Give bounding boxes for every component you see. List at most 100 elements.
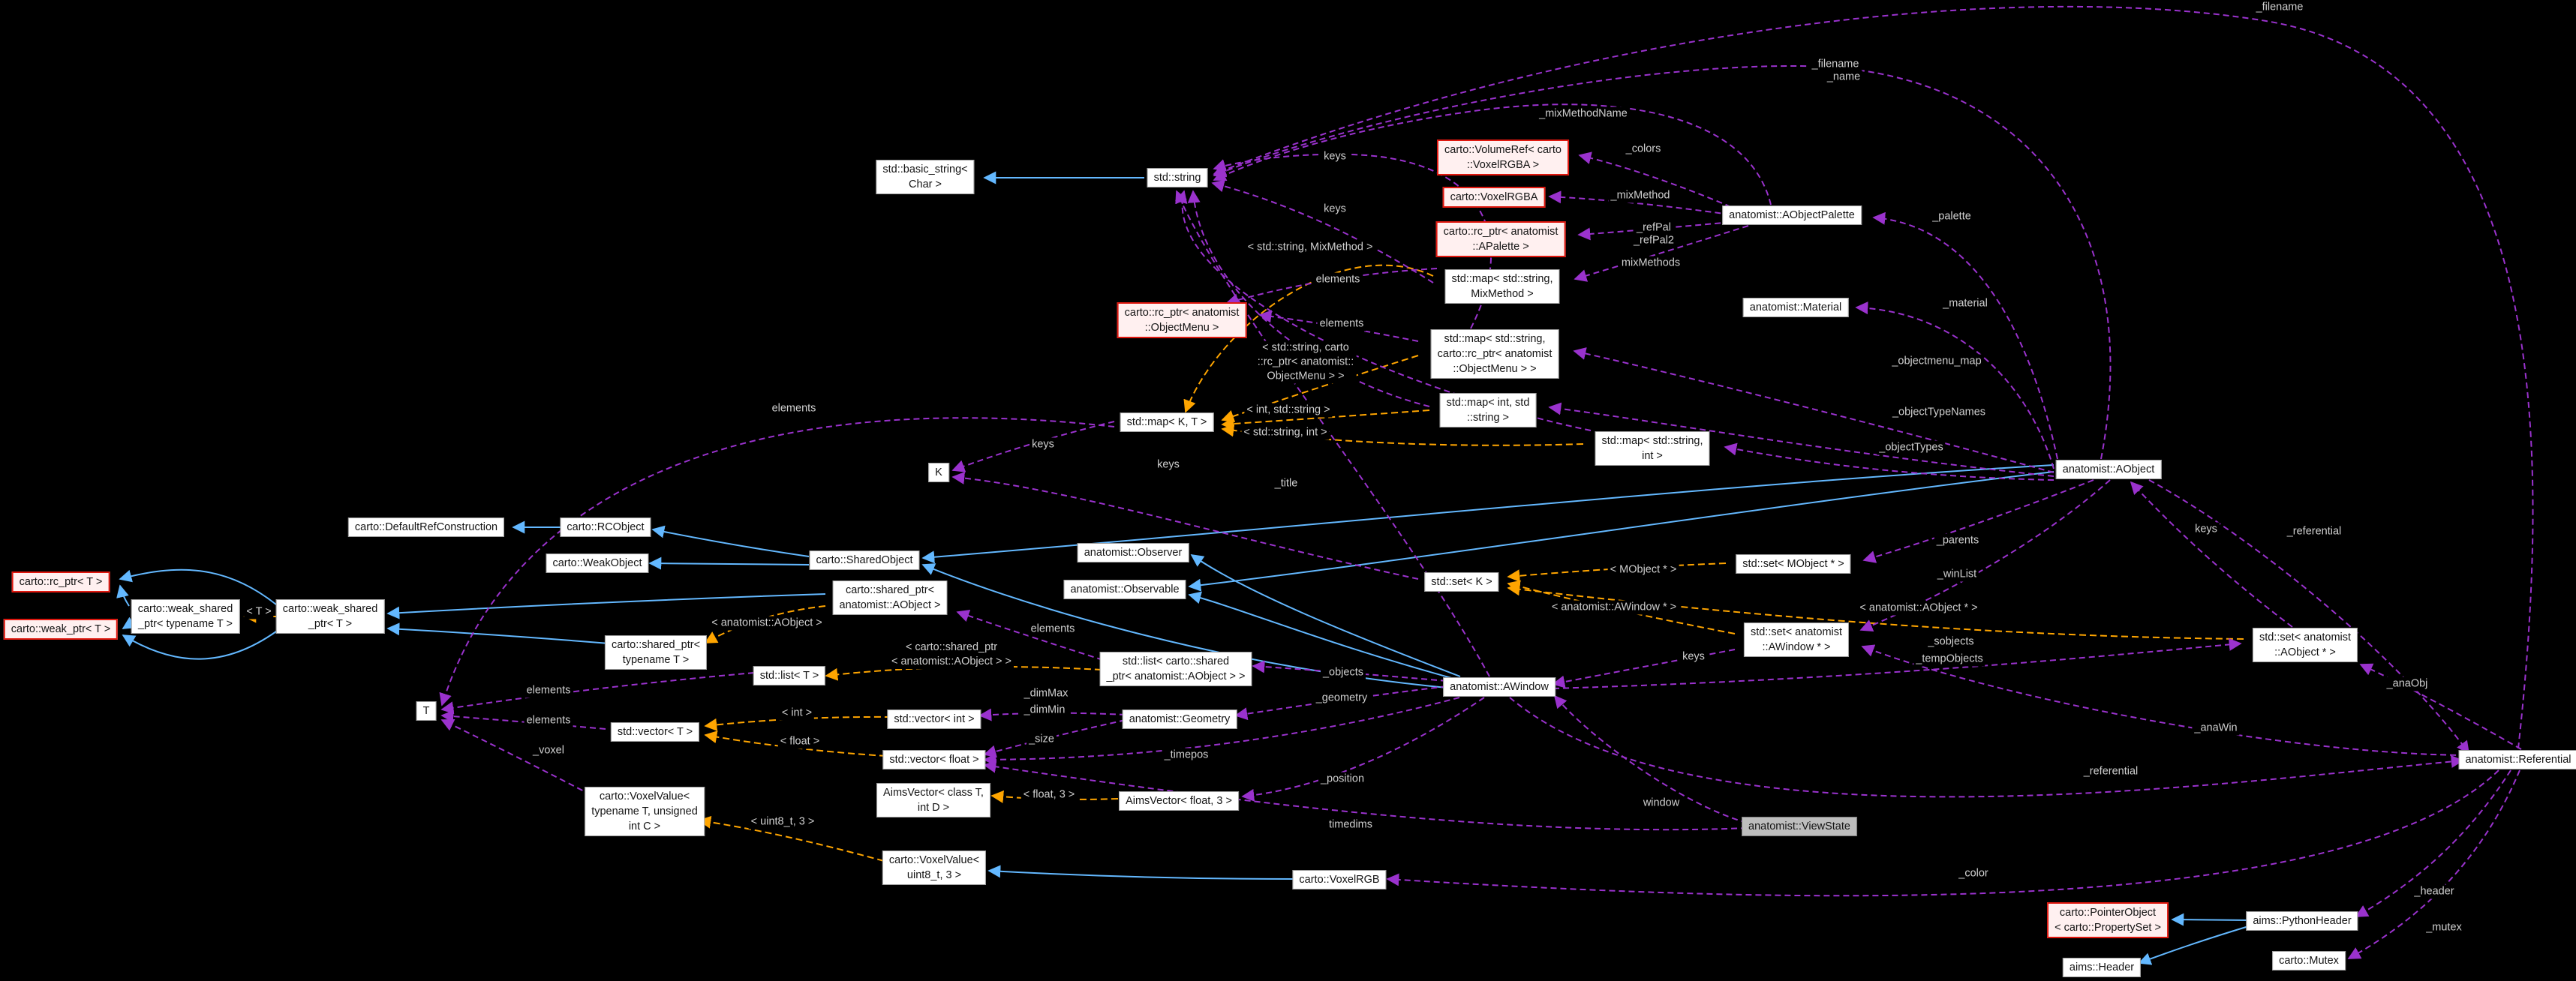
edge-label: keys	[1321, 202, 1348, 217]
node-std-string[interactable]: std::string	[1147, 168, 1208, 188]
edge-usage	[440, 672, 755, 715]
node-vector-t[interactable]: std::vector< T >	[610, 722, 700, 742]
node-header[interactable]: aims::Header	[2062, 958, 2142, 977]
edge-usage	[983, 760, 1748, 831]
edge-template	[1507, 580, 1736, 634]
node-list-sharedptr-aobject[interactable]: std::list< carto::shared _ptr< anatomist…	[1099, 652, 1252, 686]
edge-label: < int >	[779, 706, 815, 721]
node-map-string-rcptr-objectmenu[interactable]: std::map< std::string, carto::rc_ptr< an…	[1430, 329, 1559, 379]
edge-inherit	[1188, 471, 2054, 592]
edge-label: _filename	[1809, 57, 1862, 72]
node-observer[interactable]: anatomist::Observer	[1077, 543, 1189, 562]
edge-usage	[983, 719, 1126, 758]
edge-label: _size	[1026, 732, 1057, 747]
node-set-k[interactable]: std::set< K >	[1424, 572, 1499, 592]
edge-label: _mixMethodName	[1537, 106, 1630, 122]
edge-template	[1221, 410, 1430, 430]
edge-usage	[1213, 5, 2534, 749]
node-aobject[interactable]: anatomist::AObject	[2055, 460, 2162, 479]
node-sharedobject[interactable]: carto::SharedObject	[809, 550, 920, 570]
node-map-string-int[interactable]: std::map< std::string, int >	[1595, 431, 1710, 466]
edge-inherit	[2138, 925, 2252, 965]
node-weakobject[interactable]: carto::WeakObject	[546, 554, 649, 573]
edge-usage	[1213, 64, 2112, 460]
node-set-awindow[interactable]: std::set< anatomist ::AWindow * >	[1743, 622, 1850, 657]
edge-label: < carto::shared_ptr < anatomist::AObject…	[889, 640, 1014, 669]
node-material[interactable]: anatomist::Material	[1742, 298, 1849, 317]
node-voxelvalue-typename[interactable]: carto::VoxelValue< typename T, unsigned …	[585, 787, 705, 836]
node-rcptr-apalette[interactable]: carto::rc_ptr< anatomist ::APalette >	[1435, 221, 1566, 257]
node-set-aobject[interactable]: std::set< anatomist ::AObject * >	[2252, 628, 2358, 662]
edge-template	[698, 815, 885, 862]
node-referential[interactable]: anatomist::Referential	[2458, 750, 2576, 770]
node-map-string-mixmethod[interactable]: std::map< std::string, MixMethod >	[1444, 269, 1560, 304]
edge-inherit	[987, 865, 1296, 880]
edge-usage	[1859, 479, 2111, 632]
edge-label: _dimMax	[1021, 686, 1071, 701]
edge-label: < std::string, MixMethod >	[1245, 240, 1375, 255]
node-awindow[interactable]: anatomist::AWindow	[1443, 677, 1556, 697]
node-basic-string[interactable]: std::basic_string< Char >	[876, 160, 975, 194]
node-observable[interactable]: anatomist::Observable	[1063, 580, 1186, 599]
node-voxelvalue-uint8-3[interactable]: carto::VoxelValue< uint8_t, 3 >	[882, 850, 987, 885]
node-weakptr-t[interactable]: carto::weak_ptr< T >	[3, 619, 119, 640]
node-pointerobject-propertyset[interactable]: carto::PointerObject < carto::PropertySe…	[2047, 902, 2169, 938]
node-weak-shared-ptr-t[interactable]: carto::weak_shared _ptr< T >	[275, 599, 385, 634]
node-defaultrefconstruction[interactable]: carto::DefaultRefConstruction	[347, 518, 505, 537]
node-sharedptr-typename-t[interactable]: carto::shared_ptr< typename T >	[604, 635, 708, 670]
edge-label: elements	[524, 683, 573, 698]
edge-label: _objectTypes	[1877, 440, 1946, 455]
node-map-k-t[interactable]: std::map< K, T >	[1120, 412, 1214, 432]
edge-usage	[1578, 152, 1741, 212]
node-vector-int[interactable]: std::vector< int >	[887, 710, 981, 729]
edge-label: _header	[2412, 884, 2457, 899]
edge-label: < anatomist::AWindow * >	[1549, 600, 1679, 615]
edge-label: < float >	[777, 734, 822, 749]
edge-label: < std::string, carto ::rc_ptr< anatomist…	[1255, 340, 1357, 384]
node-rcptr-objectmenu[interactable]: carto::rc_ptr< anatomist ::ObjectMenu >	[1117, 302, 1247, 338]
edge-label: < std::string, int >	[1241, 425, 1330, 440]
node-map-int-string[interactable]: std::map< int, std ::string >	[1439, 393, 1537, 428]
node-rcptr-t[interactable]: carto::rc_ptr< T >	[11, 572, 110, 592]
node-rcobject[interactable]: carto::RCObject	[560, 518, 651, 537]
node-sharedptr-aobject[interactable]: carto::shared_ptr< anatomist::AObject >	[832, 580, 948, 615]
edge-label: _timepos	[1162, 748, 1211, 763]
edge-inherit	[122, 616, 137, 629]
edge-usage	[1553, 694, 1748, 824]
node-vector-float[interactable]: std::vector< float >	[882, 750, 986, 770]
edge-label: _mutex	[2424, 920, 2464, 935]
node-geometry[interactable]: anatomist::Geometry	[1122, 710, 1237, 729]
edge-template	[1507, 583, 2244, 640]
edge-label: _tempObjects	[1913, 652, 1985, 667]
edge-usage	[951, 421, 1115, 472]
node-pythonheader[interactable]: aims::PythonHeader	[2246, 911, 2358, 931]
edge-label: timedims	[1326, 818, 1375, 832]
node-voxelrgb[interactable]: carto::VoxelRGB	[1292, 870, 1387, 890]
edge-usage	[983, 697, 1460, 766]
edge-label: _sobjects	[1925, 634, 1976, 650]
edge-label: keys	[1029, 437, 1057, 452]
node-weak-shared-ptr-typename-t[interactable]: carto::weak_shared _ptr< typename T >	[131, 599, 240, 634]
node-aobjectpalette[interactable]: anatomist::AObjectPalette	[1722, 206, 1862, 225]
node-set-mobject[interactable]: std::set< MObject * >	[1736, 554, 1851, 574]
node-mutex[interactable]: carto::Mutex	[2272, 951, 2346, 970]
node-aimsvector-t-d[interactable]: AimsVector< class T, int D >	[876, 783, 990, 818]
edge-label: elements	[1317, 316, 1366, 332]
node-k[interactable]: K	[928, 463, 949, 482]
node-list-t[interactable]: std::list< T >	[753, 666, 826, 686]
node-aimsvector-float-3[interactable]: AimsVector< float, 3 >	[1119, 791, 1239, 811]
edge-usage	[1258, 310, 1419, 342]
node-voxelrgba[interactable]: carto::VoxelRGBA	[1442, 187, 1546, 208]
edge-label: < uint8_t, 3 >	[748, 814, 817, 830]
edge-label: _winList	[1934, 567, 1979, 582]
edge-label: elements	[1028, 622, 1078, 637]
edge-label: _anaObj	[2384, 676, 2430, 692]
edge-label: elements	[524, 713, 573, 728]
node-t[interactable]: T	[416, 701, 437, 721]
node-viewstate[interactable]: anatomist::ViewState	[1742, 817, 1857, 836]
edge-usage	[956, 609, 1104, 661]
edge-usage	[440, 718, 592, 796]
node-volumeref-voxelrgba[interactable]: carto::VolumeRef< carto ::VoxelRGBA >	[1437, 140, 1569, 176]
edge-label: _name	[1824, 70, 1863, 85]
edge-usage	[1724, 442, 2054, 481]
